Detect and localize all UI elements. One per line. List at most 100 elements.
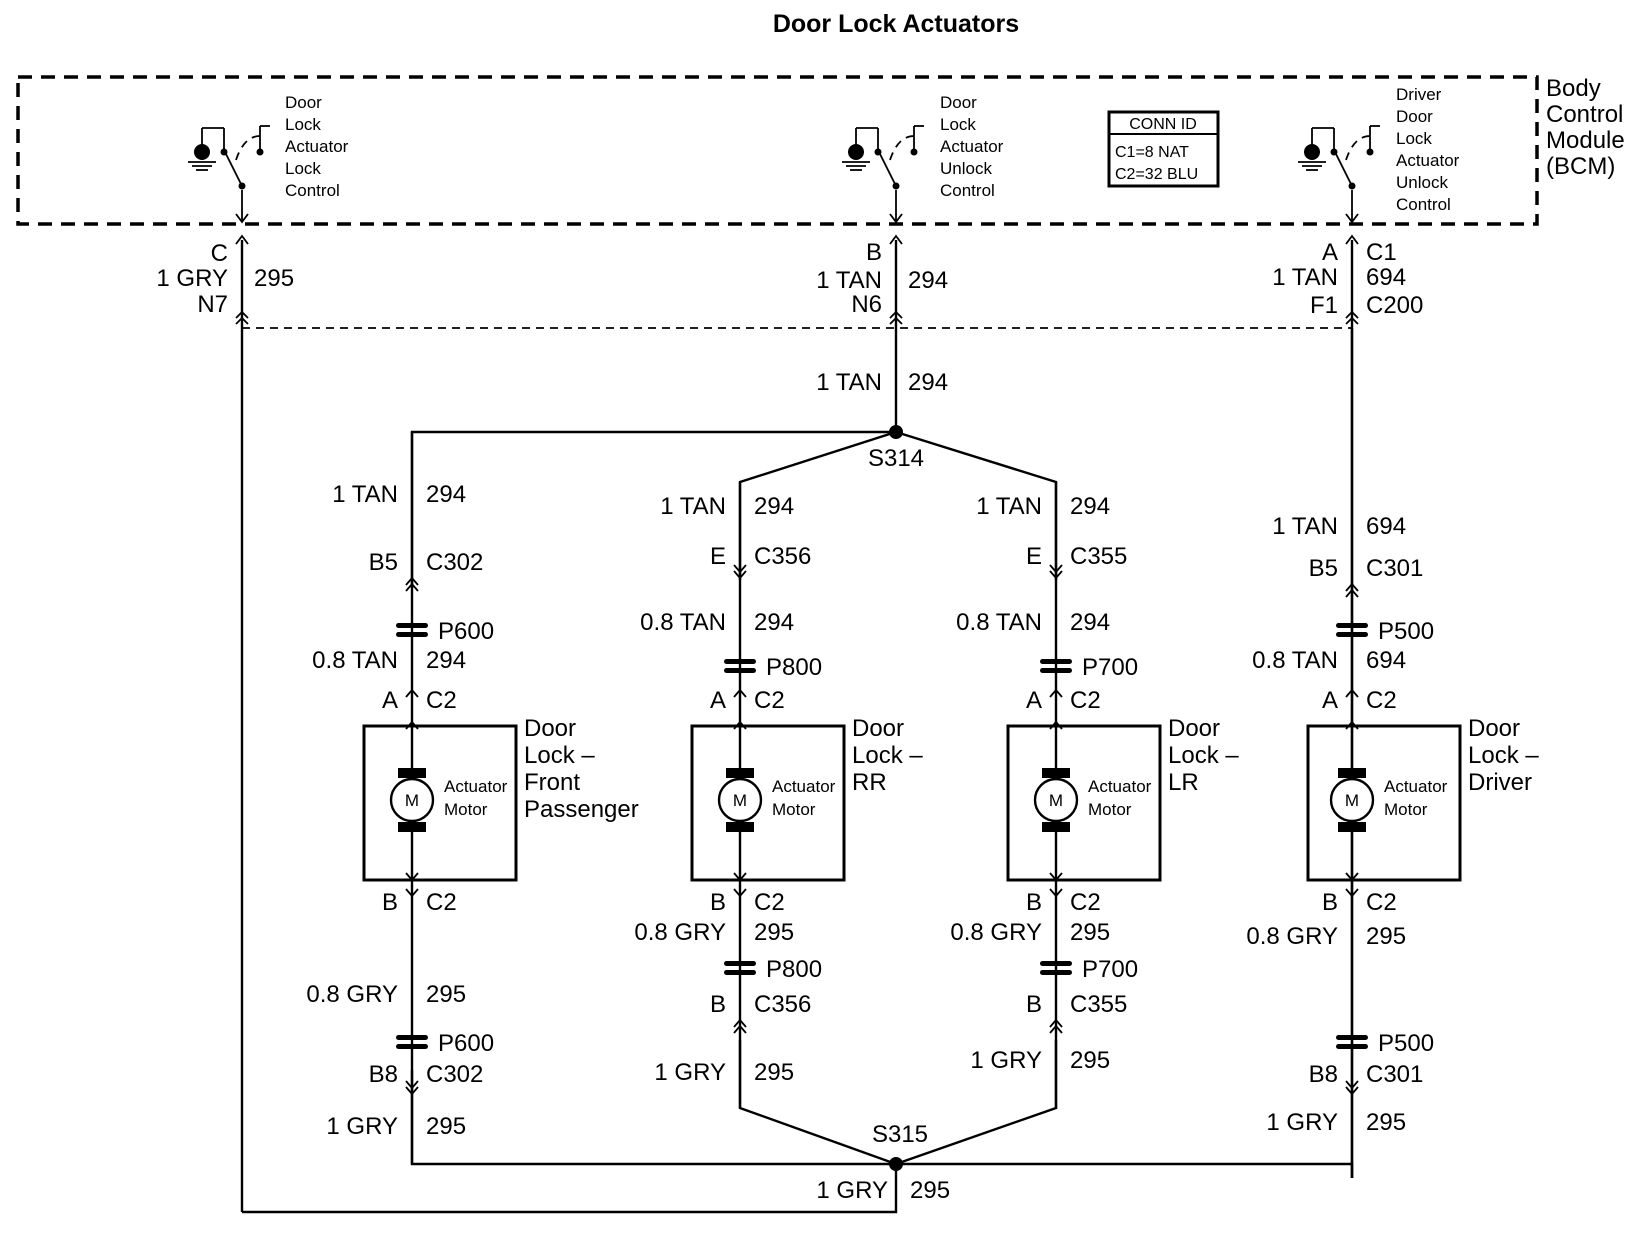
- trunk-top-wire: 1 TAN: [816, 369, 882, 396]
- branch-2-motor-label-1: Actuator: [772, 777, 836, 796]
- branch-2-dn-connector: C356: [754, 991, 811, 1018]
- branch-4-up-pin: B5: [1309, 555, 1338, 582]
- branch-4-motor-bot-conn: C2: [1366, 889, 1397, 916]
- branch-3-brush-bottom: [1042, 822, 1070, 832]
- branch-2-dn-door-circuit: 295: [754, 919, 794, 946]
- trunk-bottom-circuit: 295: [910, 1177, 950, 1204]
- branch-3-brush-top: [1042, 768, 1070, 778]
- pin-b-circuit: 294: [908, 267, 948, 294]
- branch-4-motor-label-2: Motor: [1384, 800, 1428, 819]
- branch-3-motor-label-2: Motor: [1088, 800, 1132, 819]
- bcm-label-3: Module: [1546, 127, 1625, 154]
- branch-1-up-door-wire: 0.8 TAN: [312, 647, 398, 674]
- branch-1-component-box: [362, 724, 518, 882]
- branch-3-up-connector: C355: [1070, 543, 1127, 570]
- branch-2-name-line-2: Lock –: [852, 742, 923, 769]
- branch-1-motor-out-chev: [405, 872, 419, 882]
- branch-3-dn-chev: [1049, 1018, 1063, 1028]
- branch-2-dn-chev2: [733, 1024, 747, 1034]
- branch-4-up-chev2: [1345, 588, 1359, 598]
- branch-2-dn-wire: 1 GRY: [654, 1059, 726, 1086]
- branch-4-motor-bot-chev: [1345, 888, 1359, 898]
- branch-3-dn-door-wire: 0.8 GRY: [950, 919, 1042, 946]
- pin-c-circuit: 295: [254, 265, 294, 292]
- branch-1-name-line-3: Front: [524, 769, 580, 796]
- pin-a-label: A: [1322, 239, 1338, 266]
- branch-4-dn-connector: C301: [1366, 1061, 1423, 1088]
- branch-1-up-pass-icon-top: [396, 623, 428, 628]
- branch-3-dn-chev2: [1049, 1024, 1063, 1034]
- branch-1-motor-top-conn: C2: [426, 687, 457, 714]
- switch-2-line-3: Actuator: [940, 137, 1004, 156]
- branch-2-up-door-circuit: 294: [754, 609, 794, 636]
- branch-1-up-pin: B5: [369, 549, 398, 576]
- branch-4-up-pass-icon-bottom: [1336, 632, 1368, 637]
- branch-4-motor-symbol: M: [1345, 791, 1359, 810]
- branch-3-dn-pin: B: [1026, 991, 1042, 1018]
- splice-s315-wires: [242, 1040, 1354, 1214]
- branch-3-up-chev2: [1049, 570, 1063, 580]
- branch-2-up-wire: 1 TAN: [660, 493, 726, 520]
- branch-2-dn-chev: [733, 1018, 747, 1028]
- branch-2-brush-bottom: [726, 822, 754, 832]
- switch-lock-control: [188, 125, 270, 224]
- branch-2-component-box: [690, 724, 846, 882]
- pin-n6-label: N6: [851, 291, 882, 318]
- branch-3-dn-pass: P700: [1082, 956, 1138, 983]
- pin-a-wire: 1 TAN: [1272, 264, 1338, 291]
- switch-2-line-1: Door: [940, 93, 977, 112]
- branch-2-dn-pass-icon-bottom: [724, 970, 756, 975]
- branch-2-motor-symbol: M: [733, 791, 747, 810]
- branch-1-dn-door-wire: 0.8 GRY: [306, 981, 398, 1008]
- pin-c-wire: 1 GRY: [156, 265, 228, 292]
- branch-4-name-line-3: Driver: [1468, 769, 1532, 796]
- branch-2-dn-door-wire: 0.8 GRY: [634, 919, 726, 946]
- branch-1-up-chev2: [405, 582, 419, 592]
- pin-b-label: B: [866, 239, 882, 266]
- branch-3-name-line-1: Door: [1168, 715, 1220, 742]
- branch-2-up-pass-icon-top: [724, 659, 756, 664]
- splice-s314-wires: [410, 430, 1058, 588]
- branch-3-up-pin: E: [1026, 543, 1042, 570]
- ground-icon: [848, 144, 864, 160]
- branch-3-up-pass: P700: [1082, 654, 1138, 681]
- switch-3-line-3: Lock: [1396, 129, 1432, 148]
- switch-1-line-4: Lock: [285, 159, 321, 178]
- branch-1-dn-door-circuit: 295: [426, 981, 466, 1008]
- switch-3-line-4: Actuator: [1396, 151, 1460, 170]
- branch-1-up-door-circuit: 294: [426, 647, 466, 674]
- pin-a-circuit: 694: [1366, 264, 1406, 291]
- branch-3-motor-top-conn: C2: [1070, 687, 1101, 714]
- branch-2-dn-circuit: 295: [754, 1059, 794, 1086]
- branch-4-motor-icon: [1329, 777, 1375, 823]
- branch-1-motor-icon: [389, 777, 435, 823]
- branch-4-motor-bot-pin: B: [1322, 889, 1338, 916]
- branch-4-dn-wire: 1 GRY: [1266, 1109, 1338, 1136]
- branch-1-motor-top-pin: A: [382, 687, 398, 714]
- switch-3-line-1: Driver: [1396, 85, 1442, 104]
- branch-2-name-line-1: Door: [852, 715, 904, 742]
- branch-2-motor-bot-pin: B: [710, 889, 726, 916]
- branch-1-up-pass-icon-bottom: [396, 632, 428, 637]
- branch-3-dn-circuit: 295: [1070, 1047, 1110, 1074]
- branch-3-dn-pass-icon-bottom: [1040, 970, 1072, 975]
- branch-1-motor-bot-conn: C2: [426, 889, 457, 916]
- branch-1-dn-chev2: [405, 1086, 419, 1096]
- branch-1-up-wire: 1 TAN: [332, 481, 398, 508]
- diagram-title: Door Lock Actuators: [773, 10, 1019, 38]
- pin-c-label: C: [211, 240, 228, 267]
- branch-4-motor-top-conn: C2: [1366, 687, 1397, 714]
- branch-1-up-circuit: 294: [426, 481, 466, 508]
- branch-1-dn-pass: P600: [438, 1030, 494, 1057]
- bcm-label-2: Control: [1546, 101, 1623, 128]
- ground-icon: [1304, 144, 1320, 160]
- branch-1-dn-chev: [405, 1080, 419, 1090]
- branch-2-motor-bot-chev: [733, 888, 747, 898]
- branch-1-dn-connector: C302: [426, 1061, 483, 1088]
- splice-s314-label: S314: [868, 445, 924, 472]
- branch-1-dn-wire: 1 GRY: [326, 1113, 398, 1140]
- branch-1-dn-pin: B8: [369, 1061, 398, 1088]
- branch-3-dn-pass-icon-top: [1040, 961, 1072, 966]
- branch-3-dn-connector: C355: [1070, 991, 1127, 1018]
- branch-1-motor-symbol: M: [405, 791, 419, 810]
